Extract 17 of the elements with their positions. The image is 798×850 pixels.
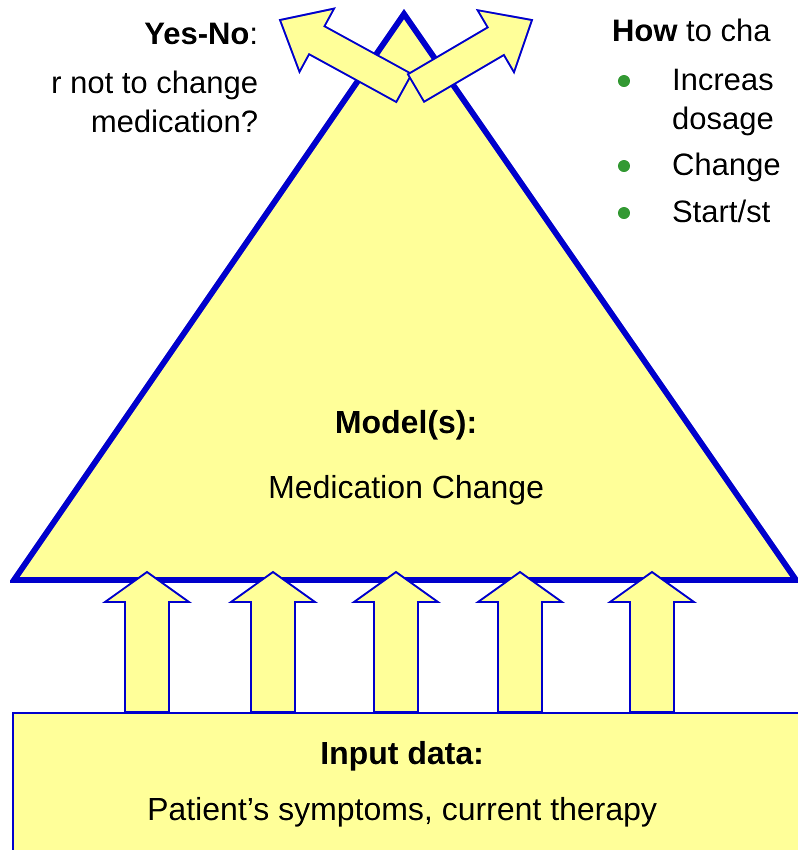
input-text: Patient’s symptoms, current therapy: [147, 790, 657, 829]
list-item-text: Change: [672, 146, 782, 184]
block-arrow: [606, 570, 698, 713]
model-text: Medication Change: [268, 468, 544, 506]
block-arrow: [474, 570, 566, 713]
heading-text: Yes-No:: [143, 15, 258, 53]
input-box: [12, 712, 798, 850]
question-text: r not to change medication?: [50, 64, 258, 140]
block-arrow: [102, 570, 192, 713]
heading-text: How to cha: [612, 12, 772, 50]
block-arrow: [228, 570, 318, 713]
block-arrow: [350, 570, 442, 713]
model-heading: Model(s):: [334, 403, 478, 442]
block-arrow: [406, 8, 534, 104]
input-heading: Input data:: [320, 734, 484, 772]
list-item-text: Increas dosage: [672, 60, 775, 138]
list-item-text: Start/st: [672, 193, 772, 231]
